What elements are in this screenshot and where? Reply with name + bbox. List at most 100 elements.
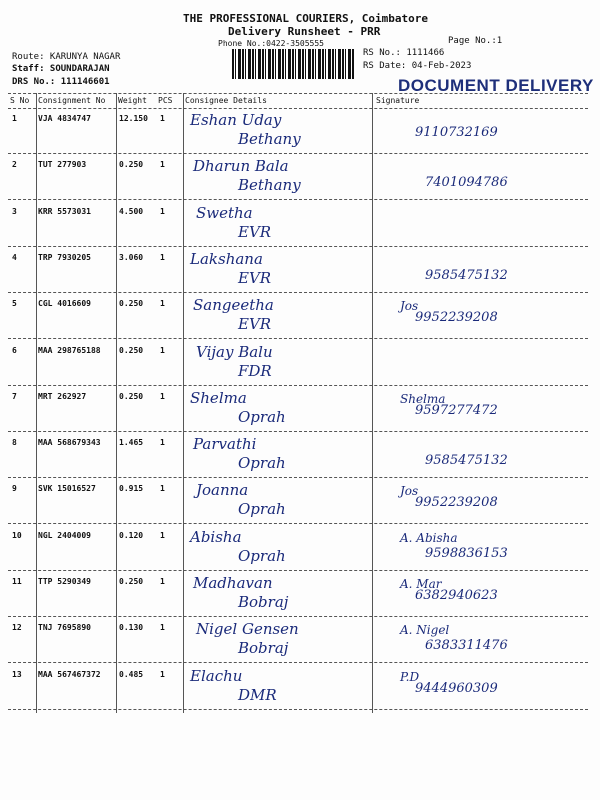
cell-pcs: 1: [160, 299, 165, 309]
row-divider: [8, 153, 588, 154]
consignee-name: Shelma: [190, 388, 247, 407]
receiver-phone: 7401094786: [425, 175, 508, 191]
cell-pcs: 1: [160, 391, 165, 401]
document-delivery-stamp: DOCUMENT DELIVERY: [398, 76, 594, 95]
consignee-area: FDR: [238, 361, 272, 380]
cell-sno: 4: [12, 252, 17, 262]
consignee-name: Eshan Uday: [190, 111, 282, 129]
cell-sno: 13: [12, 669, 22, 679]
consignee-area: Bethany: [238, 130, 301, 148]
column-line: [183, 93, 184, 713]
staff: Staff: SOUNDARAJAN: [12, 64, 110, 74]
cell-sno: 10: [12, 530, 22, 540]
row-divider: [8, 199, 588, 201]
column-line: [116, 93, 117, 713]
cell-sno: 12: [12, 623, 22, 633]
cell-pcs: 1: [160, 484, 165, 494]
cell-cons: MAA 567467372: [38, 669, 101, 679]
consignee-name: Nigel Gensen: [196, 620, 299, 639]
cell-cons: MRT 262927: [38, 391, 87, 401]
col-consignee: Consignee Details: [185, 96, 267, 105]
cell-cons: SVK 15016527: [38, 484, 96, 494]
cell-cons: CGL 4016609: [38, 299, 91, 309]
signature: P.D: [400, 669, 420, 684]
consignee-area: Oprah: [238, 407, 286, 426]
col-signature: Signature: [376, 96, 420, 105]
consignee-name: Parvathi: [193, 435, 257, 454]
row-divider: [8, 662, 588, 664]
cell-weight: 0.130: [119, 623, 144, 633]
cell-weight: 0.250: [119, 391, 144, 401]
cell-cons: NGL 2404009: [38, 530, 91, 540]
receiver-phone: 9585475132: [425, 453, 508, 469]
consignee-name: Dharun Bala: [193, 157, 289, 176]
signature: A. Nigel: [400, 623, 450, 638]
cell-pcs: 1: [160, 160, 165, 170]
receiver-phone: 9597277472: [415, 402, 498, 418]
receiver-phone: 9952239208: [415, 495, 498, 511]
row-divider: [8, 291, 588, 293]
consignee-area: Bobraj: [238, 639, 289, 658]
consignee-area: EVR: [238, 268, 272, 287]
consignee-area: Bethany: [238, 176, 301, 195]
signature: A. Abisha: [400, 530, 458, 545]
col-consignment: Consignment No: [38, 96, 106, 105]
consignee-name: Vijay Balu: [196, 342, 273, 361]
cell-pcs: 1: [160, 206, 165, 216]
cell-sno: 9: [12, 484, 17, 494]
receiver-phone: 9585475132: [425, 267, 508, 283]
cell-weight: 0.250: [119, 299, 144, 309]
cell-cons: MAA 298765188: [38, 345, 101, 355]
cell-pcs: 1: [160, 114, 165, 123]
cell-cons: KRR 5573031: [38, 206, 91, 216]
column-line: [372, 93, 373, 713]
cell-pcs: 1: [160, 438, 165, 448]
cell-sno: 7: [12, 391, 17, 401]
col-sno: S No: [10, 96, 30, 105]
column-line: [36, 93, 37, 713]
consignee-name: Abisha: [190, 527, 242, 546]
consignee-name: Madhavan: [193, 574, 273, 592]
col-weight: Weight: [118, 96, 147, 105]
cell-weight: 0.915: [119, 484, 144, 494]
divider: [8, 108, 588, 109]
consignee-area: Oprah: [238, 546, 286, 565]
cell-sno: 5: [12, 299, 17, 309]
route: Route: KARUNYA NAGAR: [12, 52, 121, 62]
barcode: [232, 49, 354, 79]
receiver-phone: 6382940623: [415, 588, 498, 603]
row-divider: [8, 245, 588, 247]
receiver-phone: 9598836153: [425, 545, 508, 561]
cell-pcs: 1: [160, 530, 165, 540]
cell-cons: TNJ 7695890: [38, 623, 91, 633]
cell-weight: 0.120: [119, 530, 144, 540]
consignee-area: Bobraj: [238, 593, 289, 611]
cell-cons: TRP 7930205: [38, 252, 91, 262]
cell-weight: 0.250: [119, 577, 144, 586]
col-pcs: PCS: [158, 96, 173, 105]
consignee-name: Elachu: [190, 666, 243, 685]
rs-number: RS No.: 1111466: [363, 48, 445, 58]
page-number: Page No.:1: [448, 36, 503, 46]
cell-weight: 0.250: [119, 160, 144, 170]
row-divider: [8, 616, 588, 617]
signature: Jos: [400, 484, 419, 499]
consignee-name: Sangeetha: [193, 296, 274, 315]
rs-date: RS Date: 04-Feb-2023: [363, 61, 472, 71]
cell-cons: TTP 5290349: [38, 577, 91, 586]
cell-cons: TUT 277903: [38, 160, 87, 170]
row-divider: [8, 384, 588, 386]
cell-sno: 3: [12, 206, 17, 216]
cell-weight: 0.250: [119, 345, 144, 355]
